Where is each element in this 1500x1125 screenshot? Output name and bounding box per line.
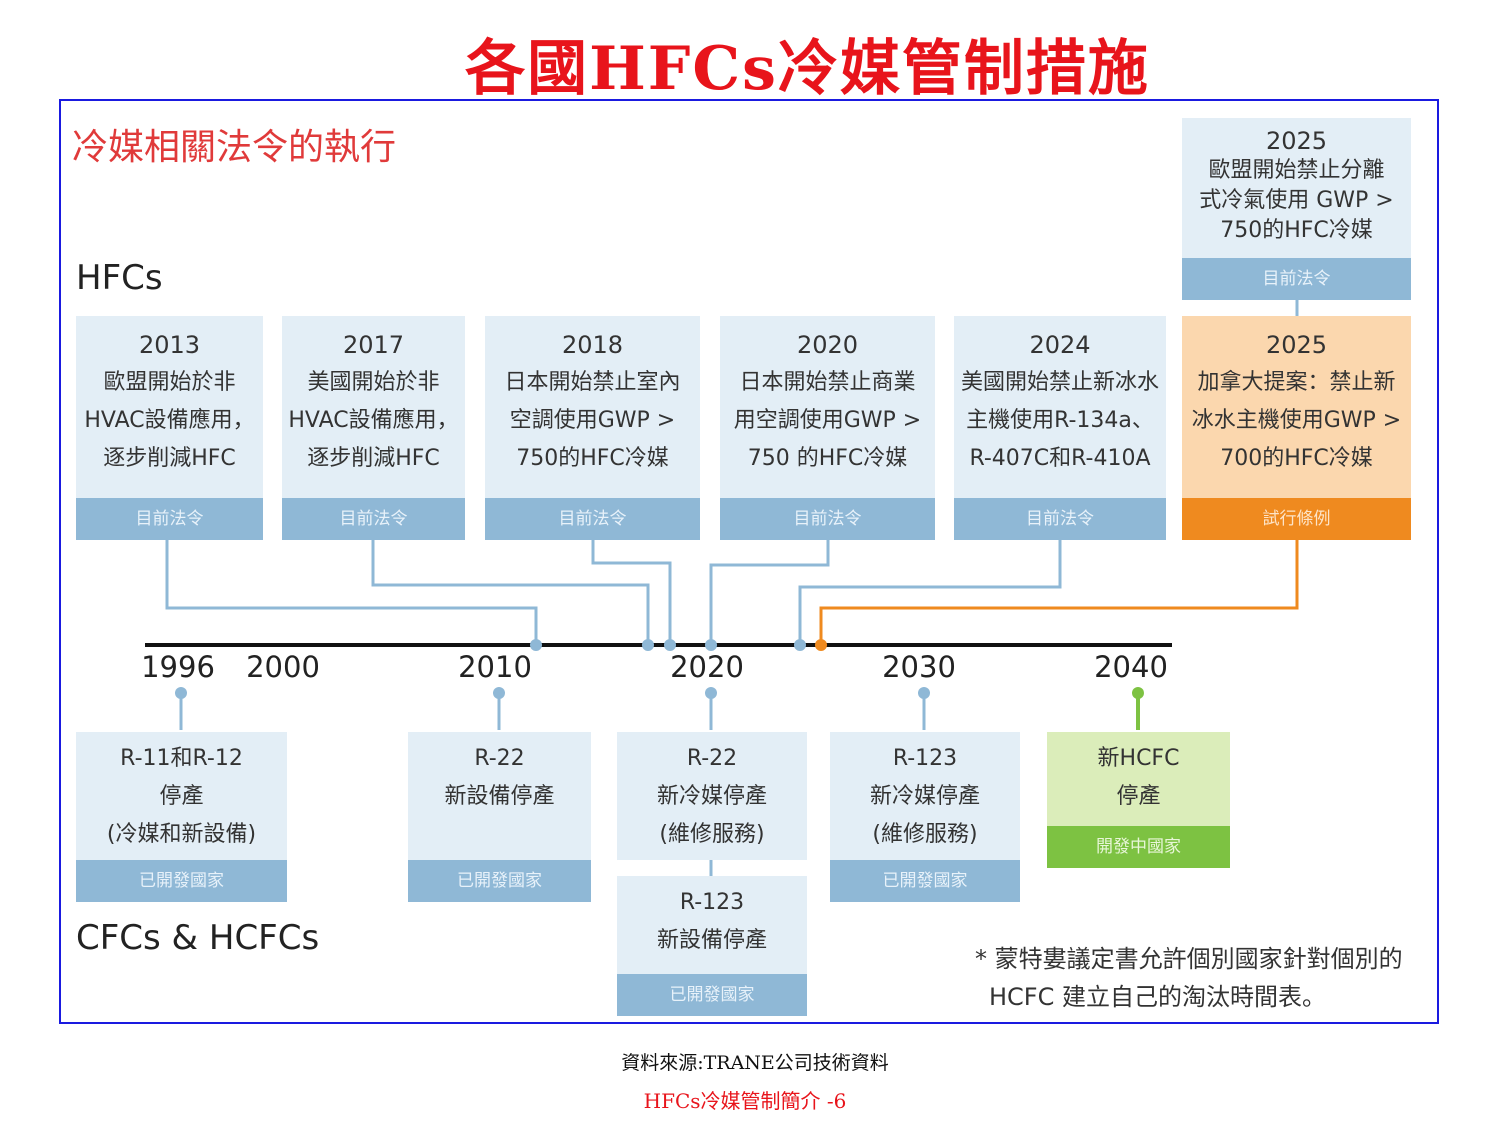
- card-year: 2025: [1265, 127, 1328, 155]
- card-line: R-11和R-12: [120, 746, 243, 771]
- card-line: 新冷媒停產: [656, 784, 767, 809]
- card-tag: 目前法令: [954, 498, 1166, 540]
- card-tag: 已開發國家: [830, 860, 1020, 902]
- event-card: R-11和R-12 停產 (冷媒和新設備) 已開發國家: [76, 732, 287, 902]
- card-tag: 已開發國家: [617, 974, 807, 1016]
- card-tag: 目前法令: [282, 498, 465, 540]
- event-card: R-22 新設備停產已開發國家: [408, 732, 591, 902]
- event-card: 2013 歐盟開始於非 HVAC設備應用， 逐步削減HFC 目前法令: [76, 316, 263, 540]
- card-line: 歐盟開始於非: [103, 370, 236, 395]
- card-year: 2018: [561, 331, 624, 359]
- card-tag: 已開發國家: [76, 860, 287, 902]
- card-year: 2013: [138, 331, 201, 359]
- year-label: 1996: [141, 650, 215, 684]
- card-line: (維修服務): [872, 822, 978, 847]
- event-card: R-22 新冷媒停產 (維修服務): [617, 732, 807, 860]
- event-card: 2025 歐盟開始禁止分離式冷氣使用 GWP > 750的HFC冷媒目前法令: [1182, 118, 1411, 300]
- card-tag: 試行條例: [1182, 498, 1411, 540]
- year-label: 2030: [882, 650, 956, 684]
- year-label: 2010: [458, 650, 532, 684]
- card-line: 日本開始禁止室內: [504, 370, 681, 395]
- card-line: 美國開始於非: [307, 370, 440, 395]
- card-line: 歐盟開始禁止分離: [1208, 158, 1385, 183]
- diagram-subtitle: 冷媒相關法令的執行: [72, 127, 397, 168]
- card-tag: 開發中國家: [1047, 826, 1230, 868]
- card-line: 式冷氣使用 GWP >: [1199, 188, 1394, 213]
- year-label: 2000: [246, 650, 320, 684]
- card-line: 美國開始禁止新冰水: [960, 370, 1159, 395]
- card-tag: 目前法令: [1182, 258, 1411, 300]
- card-line: 冰水主機使用GWP >: [1191, 408, 1402, 433]
- event-card: 2025 加拿大提案：禁止新冰水主機使用GWP > 700的HFC冷媒試行條例: [1182, 316, 1411, 540]
- event-card: 2017 美國開始於非 HVAC設備應用， 逐步削減HFC 目前法令: [282, 316, 465, 540]
- card-line: 新冷媒停產: [869, 784, 980, 809]
- card-tag: 目前法令: [720, 498, 935, 540]
- card-line: 加拿大提案：禁止新: [1197, 370, 1396, 395]
- card-line: R-123: [892, 746, 958, 771]
- card-line: HVAC設備應用，: [288, 408, 459, 433]
- event-card: 新HCFC 停產開發中國家: [1047, 732, 1230, 868]
- event-card: R-123 新設備停產已開發國家: [617, 876, 807, 1016]
- footnote-line: * 蒙特婁議定書允許個別國家針對個別的: [975, 945, 1403, 973]
- card-year: 2025: [1265, 331, 1328, 359]
- year-label: 2040: [1094, 650, 1168, 684]
- card-line: (維修服務): [659, 822, 765, 847]
- card-tag: 目前法令: [76, 498, 263, 540]
- source-caption: 資料來源:TRANE公司技術資料: [621, 1052, 889, 1074]
- card-year: 2020: [796, 331, 859, 359]
- card-line: HVAC設備應用，: [84, 408, 255, 433]
- card-line: 新設備停產: [656, 928, 767, 953]
- footnote-line: HCFC 建立自己的淘汰時間表。: [989, 983, 1326, 1011]
- card-line: 空調使用GWP >: [509, 408, 676, 433]
- card-tag: 目前法令: [485, 498, 700, 540]
- card-line: 700的HFC冷媒: [1220, 446, 1373, 471]
- card-line: R-407C和R-410A: [969, 446, 1151, 471]
- card-line: 新HCFC: [1097, 746, 1180, 771]
- card-line: 750 的HFC冷媒: [747, 446, 908, 471]
- event-card: 2024 美國開始禁止新冰水主機使用R-134a、 R-407C和R-410A 目前法…: [954, 316, 1166, 540]
- card-year: 2024: [1029, 331, 1091, 359]
- card-year: 2017: [342, 331, 405, 359]
- year-label: 2020: [670, 650, 744, 684]
- card-line: 停產: [159, 784, 204, 809]
- card-line: 停產: [1116, 784, 1161, 809]
- event-card: 2018 日本開始禁止室內空調使用GWP > 750的HFC冷媒目前法令: [485, 316, 700, 540]
- card-line: 主機使用R-134a、: [966, 408, 1154, 433]
- page-label: HFCs冷媒管制簡介 -6: [643, 1089, 847, 1113]
- event-card: R-123 新冷媒停產 (維修服務) 已開發國家: [830, 732, 1020, 902]
- diagram-frame: [59, 99, 1439, 1024]
- card-line: 逐步削減HFC: [103, 446, 236, 471]
- card-line: 逐步削減HFC: [307, 446, 440, 471]
- card-line: R-22: [686, 746, 738, 771]
- card-line: R-123: [679, 890, 745, 915]
- section-hfcs: HFCs: [76, 258, 163, 298]
- card-line: 用空調使用GWP >: [733, 408, 922, 433]
- event-card: 2020 日本開始禁止商業用空調使用GWP > 750 的HFC冷媒目前法令: [720, 316, 935, 540]
- card-line: (冷媒和新設備): [106, 822, 257, 847]
- page-title: 各國HFCs冷媒管制措施: [465, 34, 1150, 104]
- card-line: 日本開始禁止商業: [739, 370, 916, 395]
- footnote: * 蒙特婁議定書允許個別國家針對個別的 HCFC 建立自己的淘汰時間表。: [975, 940, 1403, 1016]
- card-line: 750的HFC冷媒: [516, 446, 669, 471]
- card-tag: 已開發國家: [408, 860, 591, 902]
- card-line: R-22: [474, 746, 525, 771]
- section-cfcs: CFCs & HCFCs: [76, 918, 320, 958]
- card-line: 750的HFC冷媒: [1220, 218, 1373, 243]
- card-line: 新設備停產: [444, 784, 555, 809]
